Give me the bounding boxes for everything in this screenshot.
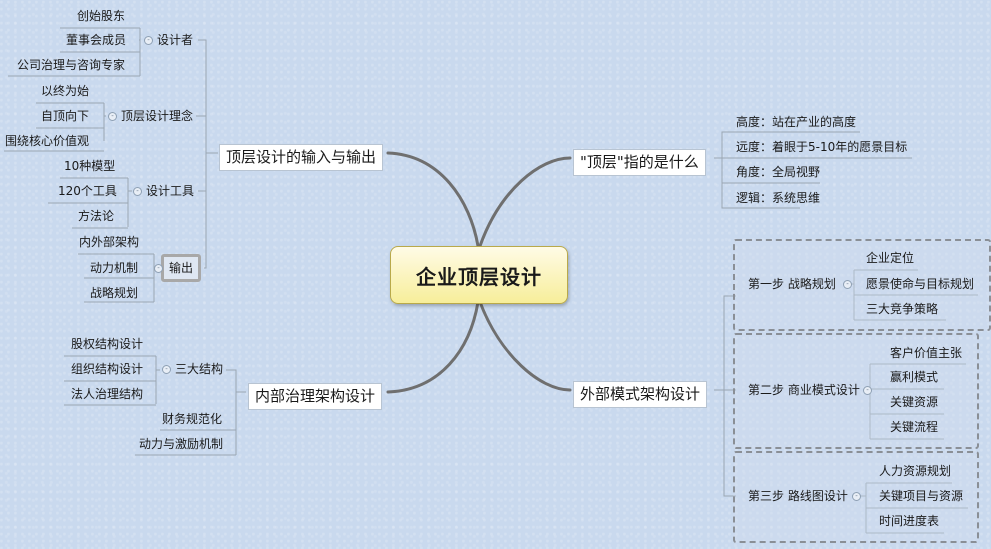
leaf-motivation[interactable]: 动力机制 [90, 261, 139, 275]
central-topic[interactable]: 企业顶层设计 [390, 246, 568, 304]
leaf-incentive[interactable]: 动力与激励机制 [139, 437, 224, 451]
leaf-competition[interactable]: 三大竞争策略 [866, 302, 939, 316]
leaf-positioning[interactable]: 企业定位 [866, 251, 915, 265]
io-topic[interactable]: 顶层设计的输入与输出 [219, 144, 384, 171]
three-structures-label[interactable]: 三大结构 [175, 362, 224, 376]
concept-label[interactable]: 顶层设计理念 [121, 109, 194, 123]
collapse-icon[interactable]: - [133, 187, 142, 196]
external-topic[interactable]: 外部模式架构设计 [573, 381, 708, 408]
governance-topic[interactable]: 内部治理架构设计 [248, 383, 383, 410]
leaf-finance[interactable]: 财务规范化 [162, 412, 223, 426]
leaf-schedule[interactable]: 时间进度表 [879, 514, 940, 528]
leaf-height[interactable]: 高度：站在产业的高度 [736, 115, 857, 129]
leaf-profit-model[interactable]: 赢利模式 [890, 370, 939, 384]
step1-label[interactable]: 第一步 战略规划 [748, 277, 836, 291]
collapse-icon[interactable]: - [863, 386, 872, 395]
leaf-method[interactable]: 方法论 [78, 209, 115, 223]
leaf-vision[interactable]: 愿景使命与目标规划 [866, 277, 975, 291]
leaf-value-proposition[interactable]: 客户价值主张 [890, 346, 963, 360]
collapse-icon[interactable]: - [162, 365, 171, 374]
collapse-icon[interactable]: - [154, 264, 163, 273]
leaf-core-values[interactable]: 围绕核心价值观 [5, 134, 90, 148]
leaf-organization[interactable]: 组织结构设计 [71, 362, 144, 376]
leaf-experts[interactable]: 公司治理与咨询专家 [17, 58, 126, 72]
leaf-key-process[interactable]: 关键流程 [890, 420, 939, 434]
leaf-models[interactable]: 10种模型 [64, 159, 116, 173]
leaf-top-down[interactable]: 自顶向下 [41, 109, 90, 123]
what-topic[interactable]: "顶层"指的是什么 [573, 149, 706, 176]
leaf-logic[interactable]: 逻辑：系统思维 [736, 191, 821, 205]
step1-frame [733, 239, 991, 331]
leaf-board[interactable]: 董事会成员 [66, 33, 127, 47]
leaf-key-projects[interactable]: 关键项目与资源 [879, 489, 964, 503]
leaf-angle[interactable]: 角度：全局视野 [736, 165, 821, 179]
collapse-icon[interactable]: - [852, 492, 861, 501]
leaf-distance[interactable]: 远度：着眼于5-10年的愿景目标 [736, 140, 908, 154]
step2-frame [733, 333, 979, 449]
leaf-key-resources[interactable]: 关键资源 [890, 395, 939, 409]
leaf-founders[interactable]: 创始股东 [77, 9, 126, 23]
leaf-equity[interactable]: 股权结构设计 [71, 337, 144, 351]
step3-label[interactable]: 第三步 路线图设计 [748, 489, 848, 503]
collapse-icon[interactable]: - [843, 280, 852, 289]
leaf-strategy[interactable]: 战略规划 [90, 286, 139, 300]
leaf-hr-planning[interactable]: 人力资源规划 [879, 464, 952, 478]
designers-label[interactable]: 设计者 [157, 33, 194, 47]
leaf-structure[interactable]: 内外部架构 [79, 235, 140, 249]
leaf-begin-end[interactable]: 以终为始 [41, 84, 90, 98]
collapse-icon[interactable]: - [144, 36, 153, 45]
collapse-icon[interactable]: - [108, 112, 117, 121]
leaf-legal-governance[interactable]: 法人治理结构 [71, 387, 144, 401]
output-label[interactable]: 输出 [161, 254, 202, 282]
tools-label[interactable]: 设计工具 [146, 184, 195, 198]
leaf-tools[interactable]: 120个工具 [58, 184, 117, 198]
step2-label[interactable]: 第二步 商业模式设计 [748, 383, 860, 397]
